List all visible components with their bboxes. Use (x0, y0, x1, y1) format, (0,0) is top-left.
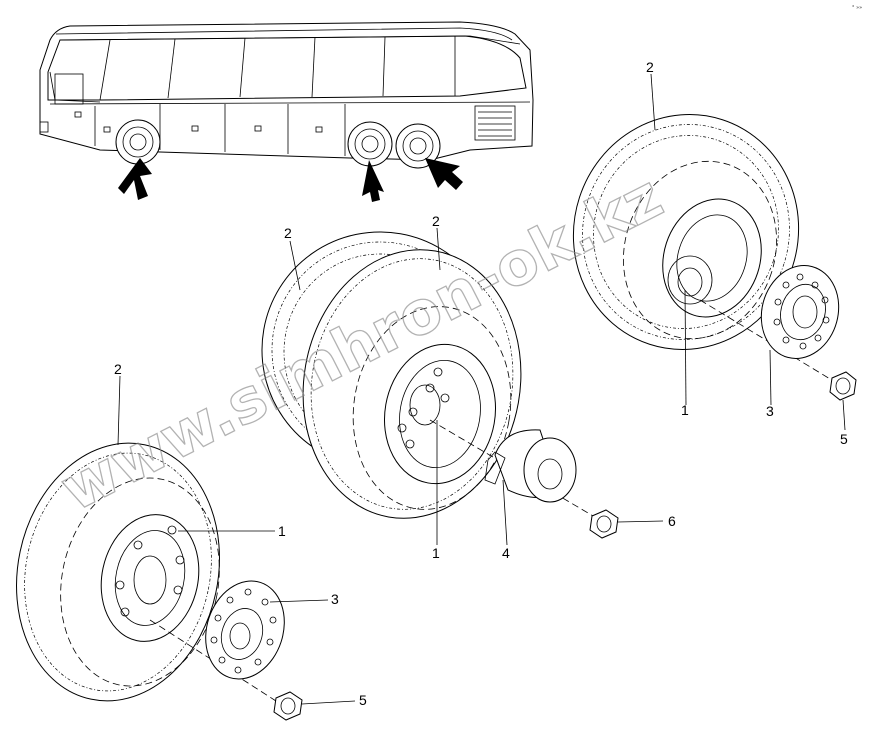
callouts: 2 1 3 5 2 2 1 4 6 2 1 3 5 (114, 59, 848, 708)
wheel-assembly-top-right (572, 114, 857, 401)
callout-tr-cover: 3 (766, 403, 774, 419)
callout-tr-wheel: 1 (681, 402, 689, 418)
callout-bl-nut: 5 (359, 692, 367, 708)
wheel-assembly-middle (261, 231, 619, 539)
front-axle-arrow (118, 158, 152, 200)
bus-illustration (39, 21, 534, 169)
callout-mid-tire-left: 2 (284, 225, 292, 241)
rear-axle-arrow-1 (362, 160, 384, 202)
leader-lines (117, 73, 846, 705)
wheel-assembly-bottom-left (16, 442, 303, 721)
callout-mid-nut: 6 (668, 513, 676, 529)
callout-mid-tire-right: 2 (432, 213, 440, 229)
callout-bl-wheel: 1 (278, 523, 286, 539)
callout-mid-wheel: 1 (432, 545, 440, 561)
callout-bl-tire: 2 (114, 361, 122, 377)
callout-bl-cover: 3 (331, 591, 339, 607)
callout-tr-tire: 2 (646, 59, 654, 75)
corner-mark: ° »» (852, 5, 862, 11)
callout-tr-nut: 5 (840, 431, 848, 447)
rear-axle-arrow-2 (425, 158, 463, 190)
callout-mid-spacer: 4 (502, 545, 510, 561)
